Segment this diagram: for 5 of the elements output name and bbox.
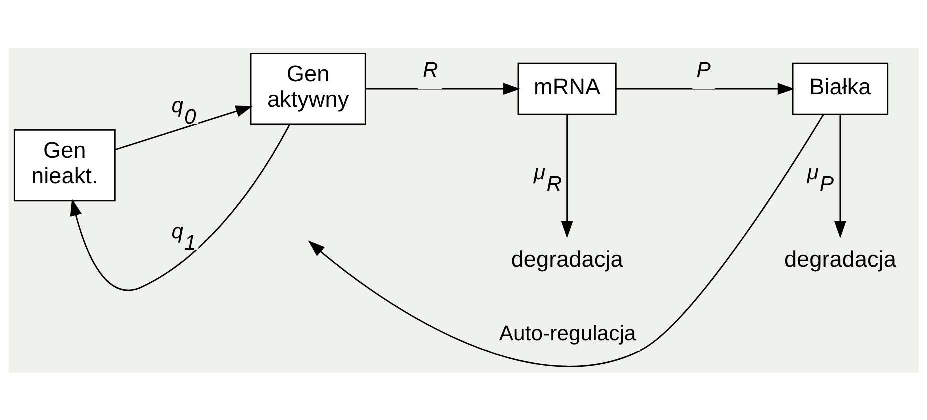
- edge-label: R: [422, 58, 438, 82]
- node-text: degradacja: [510, 246, 623, 272]
- edge-label: Auto-regulacja: [498, 322, 636, 345]
- edge-label: P: [696, 58, 710, 82]
- node-text: degradacja: [784, 246, 896, 272]
